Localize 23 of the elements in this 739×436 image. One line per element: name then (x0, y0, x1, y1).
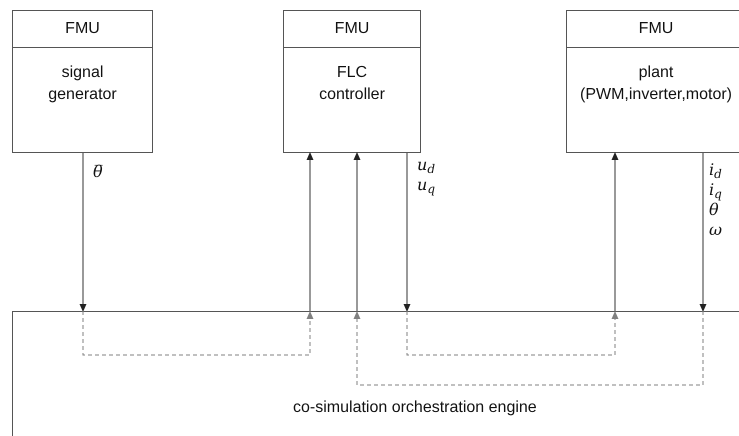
fmu-box (283, 10, 421, 153)
arrow (404, 152, 410, 312)
fmu-box (566, 10, 739, 153)
block-label: signal generator (47, 63, 118, 105)
engine-panel (12, 311, 739, 436)
arrow (306, 152, 314, 312)
fmu-header: FMU (13, 11, 152, 48)
dashed-connector (82, 310, 314, 356)
edge-label: i$_{d}$ i$_{q}$ θ ω (709, 160, 724, 240)
panel-title: co-simulation orchestration engine (293, 398, 537, 418)
arrow (612, 152, 618, 312)
edge-label: θ̅ (93, 162, 104, 182)
block-label: plant (PWM,inverter,motor) (578, 63, 733, 105)
edge-label: u$_{d}$ u$_{q}$ (417, 155, 436, 195)
arrow (80, 152, 86, 312)
dashed-connector (406, 310, 618, 356)
fmu-header: FMU (567, 11, 739, 48)
dashed-connector (354, 310, 704, 386)
fmu-header: FMU (284, 11, 420, 48)
block-label: FLC controller (318, 63, 386, 105)
arrow (354, 152, 360, 312)
fmu-box (12, 10, 153, 153)
arrow (700, 152, 706, 312)
